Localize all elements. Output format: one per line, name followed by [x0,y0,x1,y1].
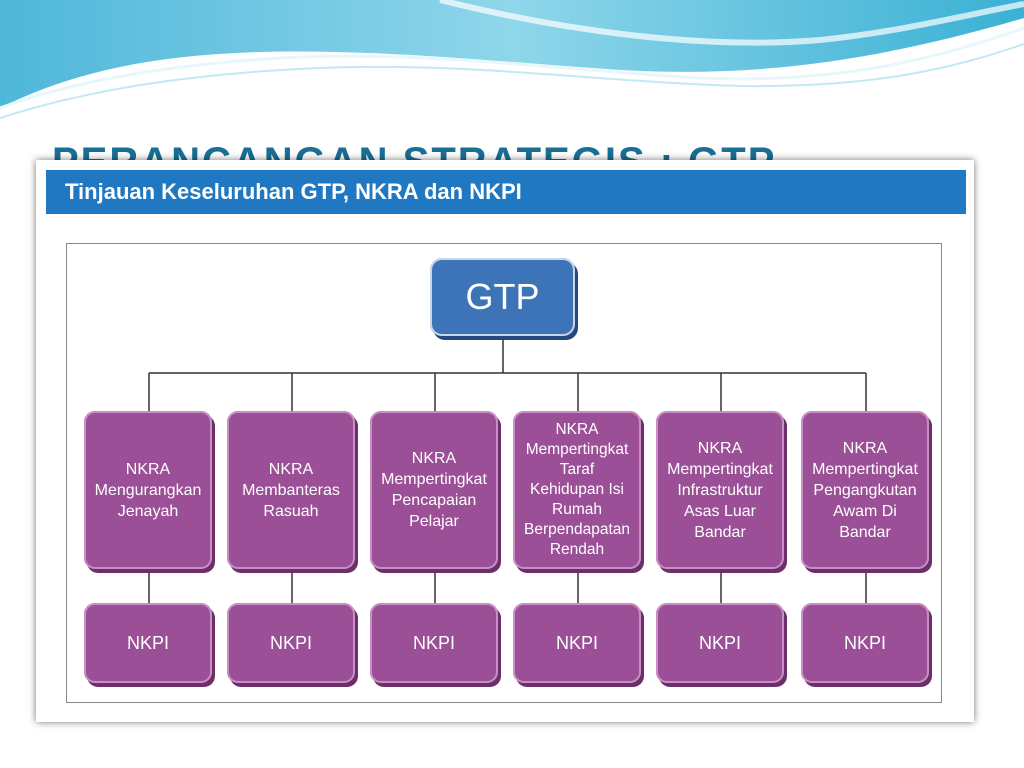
nkpi-node-5: NKPI [656,603,784,683]
nkra-node-mengurangkan-jenayah: NKRA Mengurangkan Jenayah [84,411,212,569]
nkpi-node-3: NKPI [370,603,498,683]
nkra-label: NKRA Mempertingkat Pengangkutan Awam Di … [812,439,918,541]
nkra-node-taraf-kehidupan: NKRA Mempertingkat Taraf Kehidupan Isi R… [513,411,641,569]
nkra-node-infrastruktur-luar-bandar: NKRA Mempertingkat Infrastruktur Asas Lu… [656,411,784,569]
nkra-label: NKRA Mengurangkan Jenayah [94,460,202,520]
nkra-node-membanteras-rasuah: NKRA Membanteras Rasuah [227,411,355,569]
nkpi-node-4: NKPI [513,603,641,683]
nkra-label: NKRA Membanteras Rasuah [242,460,340,520]
nkra-label: NKRA Mempertingkat Pencapaian Pelajar [381,450,487,530]
decorative-wave [0,0,1024,119]
nkra-node-pencapaian-pelajar: NKRA Mempertingkat Pencapaian Pelajar [370,411,498,569]
gtp-node: GTP [430,258,575,336]
panel-heading: Tinjauan Keseluruhan GTP, NKRA dan NKPI [46,170,966,214]
nkra-label: NKRA Mempertingkat Infrastruktur Asas Lu… [667,439,773,541]
chart-frame [66,243,942,703]
nkpi-node-2: NKPI [227,603,355,683]
nkra-label: NKRA Mempertingkat Taraf Kehidupan Isi R… [523,421,630,558]
nkra-node-pengangkutan-awam: NKRA Mempertingkat Pengangkutan Awam Di … [801,411,929,569]
nkpi-node-1: NKPI [84,603,212,683]
nkpi-node-6: NKPI [801,603,929,683]
